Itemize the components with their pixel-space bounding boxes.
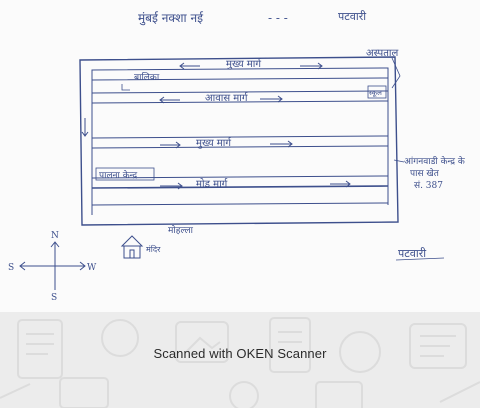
road-label-upper: मुख्य मार्ग [226, 58, 262, 70]
road-label-lower: मोड मार्ग [196, 178, 228, 190]
left-label-lower-box [95, 167, 155, 181]
signature: पटवारी [398, 247, 426, 260]
compass-east: S [8, 263, 14, 273]
left-label-upper: बालिका [134, 71, 160, 83]
scanned-map-sketch: मुंबई नक्शा नई - - - पटवारी [8, 10, 466, 303]
right-note-line-2: पास खेत [410, 167, 440, 179]
house-icon [120, 235, 144, 259]
outer-boundary [79, 56, 399, 226]
compass-south: S [51, 293, 57, 303]
road-label-second: आवास मार्ग [205, 92, 249, 104]
hand-drawn-map: मुंबई नक्शा नई - - - पटवारी [8, 10, 466, 303]
small-building-box [367, 85, 387, 99]
road-line-7 [91, 185, 389, 189]
scanner-watermark-footer: Scanned with OKEN Scanner [0, 312, 480, 408]
sketch-title-right: पटवारी [338, 10, 366, 23]
left-label-pointer [121, 84, 130, 91]
road-line-6 [91, 175, 389, 179]
right-note-line-1: आंगनवाडी केन्द्र के [404, 155, 466, 167]
top-right-pointer [391, 57, 401, 89]
road-label-bottom: मोहल्ला [168, 224, 194, 236]
small-building-label: स्कूल [369, 89, 382, 97]
road-line-2 [91, 90, 389, 94]
road-line-4 [91, 135, 389, 139]
road-line-5 [91, 145, 389, 149]
house-label: मंदिर [146, 244, 161, 254]
sketch-title: मुंबई नक्शा नई [138, 11, 204, 26]
road-line-3 [91, 100, 389, 104]
right-note-pointer [393, 159, 405, 163]
scanned-with-label: Scanned with OKEN Scanner [153, 346, 327, 361]
road-line-8 [91, 202, 389, 206]
compass-north: N [51, 231, 59, 241]
footer-background-pattern [0, 317, 480, 408]
compass-rose-icon [19, 241, 86, 290]
compass-west: W [87, 263, 97, 273]
road-label-third: मुख्य मार्ग [196, 137, 232, 149]
road-arrows [81, 62, 351, 190]
signature-underline [395, 257, 445, 261]
right-note-line-3: सं. 387 [414, 180, 443, 191]
top-right-label: अस्पताल [366, 48, 399, 59]
sketch-title-suffix: - - - [268, 11, 288, 25]
left-label-lower: पालना केन्द्र [99, 169, 137, 181]
